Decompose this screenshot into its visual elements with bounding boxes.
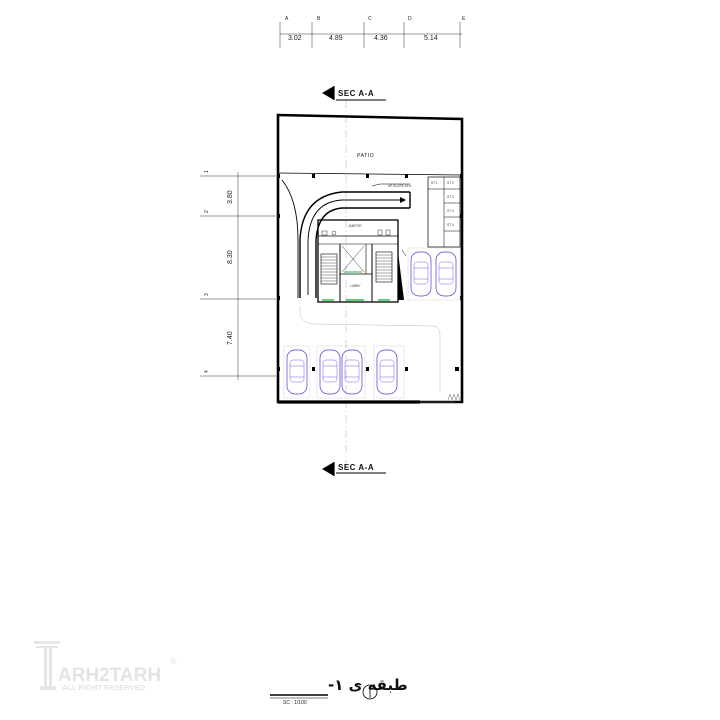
storage-label: ST 3 bbox=[447, 195, 454, 199]
grid-label-c: C bbox=[368, 16, 372, 22]
drawing-scale: SC : 1/100 bbox=[283, 700, 307, 706]
section-marker-top: SEC A-A bbox=[322, 86, 386, 101]
storage-label: ST 4 bbox=[447, 209, 454, 213]
watermark-tagline: ALL RIGHT RESERVED bbox=[62, 683, 146, 692]
grid-label-2: 2 bbox=[204, 210, 210, 213]
section-label-bottom: SEC A-A bbox=[338, 463, 374, 472]
structural-columns bbox=[277, 174, 463, 371]
ramp-arrow-icon bbox=[400, 197, 406, 203]
grid-label-1: 1 bbox=[204, 170, 210, 173]
room-label-janitor: JANITOR bbox=[348, 224, 362, 228]
ramp bbox=[281, 179, 411, 298]
driveway-line bbox=[299, 306, 441, 392]
title-block: طبقه ی ۱- SC : 1/100 bbox=[270, 676, 408, 706]
building-outline bbox=[276, 113, 464, 404]
dimension-left-1: 3.80 bbox=[227, 190, 234, 204]
watermark-logo: ARH2TARH ALL RIGHT RESERVED ® bbox=[34, 641, 177, 692]
storage-units: ST 1 ST 2 ST 3 ST 4 ST 5 bbox=[427, 176, 461, 248]
car-icon bbox=[319, 349, 341, 395]
section-label-top: SEC A-A bbox=[338, 89, 374, 98]
grid-label-e: E bbox=[462, 16, 466, 22]
car-icon bbox=[376, 349, 398, 395]
room-label-lobby: LOBBY bbox=[350, 284, 362, 288]
dimension-left-3: 7.40 bbox=[227, 331, 234, 345]
section-arrow-icon bbox=[322, 462, 334, 476]
building-core bbox=[317, 219, 407, 303]
storage-label: ST 5 bbox=[447, 223, 454, 227]
section-arrow-icon bbox=[322, 86, 334, 100]
car-icon bbox=[341, 349, 363, 395]
grid-label-a: A bbox=[285, 16, 289, 22]
dimension-left-2: 8.30 bbox=[227, 250, 234, 264]
dimension-top-4: 5.14 bbox=[424, 35, 438, 42]
storage-label: ST 2 bbox=[447, 181, 454, 185]
watermark-brand: ARH2TARH bbox=[58, 665, 161, 686]
dimension-top-3: 4.36 bbox=[374, 35, 388, 42]
top-dimension-chain: A B C D E 3.02 4.89 4.36 5.14 bbox=[279, 16, 466, 48]
grid-label-b: B bbox=[317, 16, 321, 22]
room-label-patio: PATIO bbox=[357, 153, 374, 159]
dimension-top-2: 4.89 bbox=[329, 35, 343, 42]
car-icon bbox=[410, 251, 432, 297]
parking-slot-lines bbox=[283, 247, 461, 399]
grid-label-d: D bbox=[408, 16, 412, 22]
car-icon bbox=[435, 251, 457, 297]
north-arrow-icon bbox=[362, 684, 378, 700]
left-dimension-chain: 1 2 3 4 3.80 8.30 7.40 bbox=[200, 170, 276, 380]
registered-mark: ® bbox=[170, 656, 177, 666]
ramp-note: UP SLOPE 15% bbox=[388, 184, 411, 188]
section-marker-bottom: SEC A-A bbox=[322, 462, 386, 476]
dimension-top-1: 3.02 bbox=[288, 35, 302, 42]
storage-label: ST 1 bbox=[431, 181, 438, 185]
parking-cars bbox=[286, 251, 457, 395]
car-icon bbox=[286, 349, 308, 395]
grid-label-3: 3 bbox=[204, 293, 210, 296]
grid-label-4: 4 bbox=[204, 370, 210, 373]
